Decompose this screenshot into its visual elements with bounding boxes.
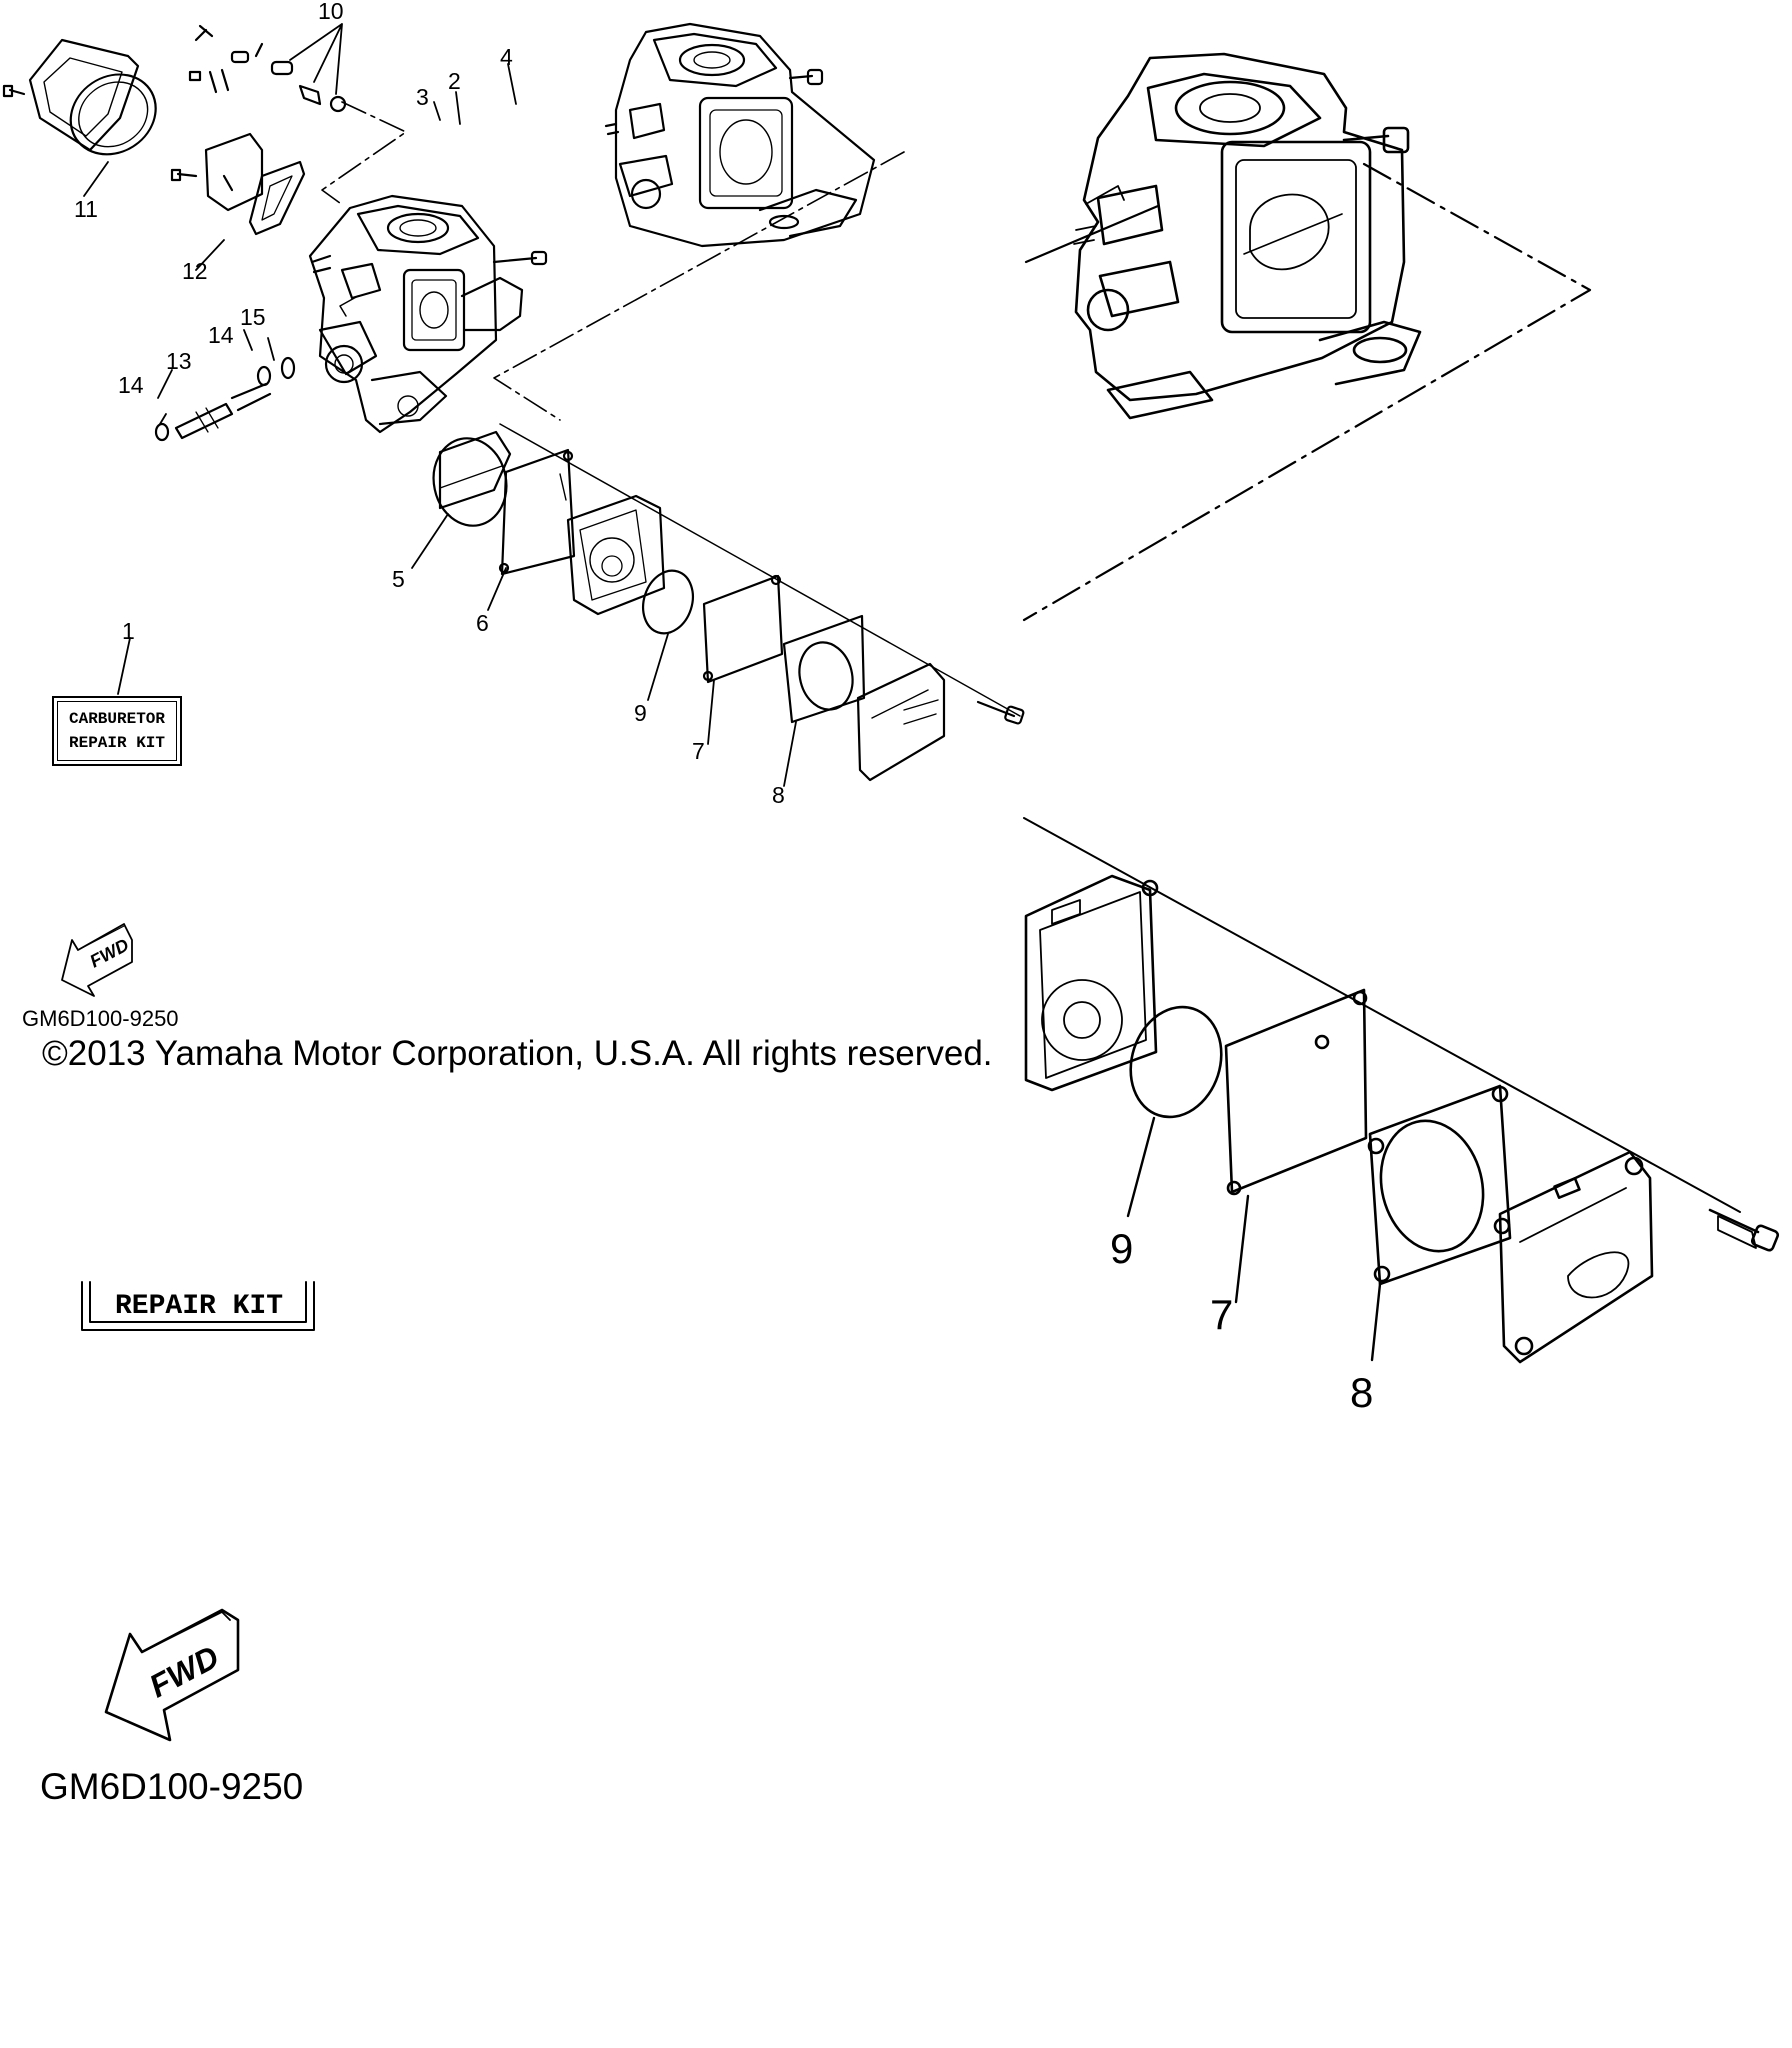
callout-zoom-8: 8 <box>1350 1369 1374 1416</box>
fwd-arrow-large <box>104 1608 240 1742</box>
callout-1: 1 <box>122 618 135 644</box>
callout-13: 13 <box>166 348 192 374</box>
assembly-line-zoom-1 <box>1022 162 1592 622</box>
callout-5: 5 <box>392 566 405 592</box>
callout-zoom-7: 7 <box>1210 1291 1234 1338</box>
callout-8: 8 <box>772 782 785 808</box>
fwd-label-large: FWD <box>143 1638 224 1704</box>
carburetor-small-alt <box>604 22 876 248</box>
callout-14b: 14 <box>118 372 144 398</box>
carburetor-zoom <box>1073 52 1422 420</box>
callout-2: 2 <box>448 68 461 94</box>
assembly-line-2 <box>493 151 905 421</box>
callout-15: 15 <box>240 304 266 330</box>
callout-3: 3 <box>416 84 429 110</box>
callout-11: 11 <box>74 196 98 222</box>
kit-label-line1: CARBURETOR <box>68 710 165 728</box>
callout-4: 4 <box>500 44 513 70</box>
pump-cover-assembly <box>2 38 157 156</box>
repair-kit-label-large: REPAIR KIT <box>114 1290 284 1322</box>
figure-code-small: GM6D100-9250 <box>22 1006 179 1031</box>
carburetor-repair-kit-label: CARBURETOR REPAIR KIT <box>52 696 182 766</box>
callout-10: 10 <box>318 0 344 24</box>
small-parts-cluster <box>188 24 347 113</box>
callout-12: 12 <box>182 258 208 284</box>
leader-lines-upper <box>83 23 517 271</box>
leader-lines-pump <box>117 329 797 787</box>
fwd-arrow-small <box>61 923 133 997</box>
pump-stack <box>432 423 1025 782</box>
carburetor-small <box>308 194 548 434</box>
callout-9: 9 <box>634 700 647 726</box>
pump-stack-zoom <box>1023 817 1780 1364</box>
callout-7: 7 <box>692 738 705 764</box>
needle-valve-parts <box>154 356 296 442</box>
gasket-12 <box>248 160 306 236</box>
callout-zoom-9: 9 <box>1110 1225 1134 1272</box>
copyright-notice: ©2013 Yamaha Motor Corporation, U.S.A. A… <box>42 1034 993 1073</box>
leader-lines-zoom <box>1126 1116 1382 1362</box>
figure-code-large: GM6D100-9250 <box>40 1766 304 1807</box>
throttle-housing-part <box>170 132 264 212</box>
assembly-line-1 <box>321 101 407 207</box>
callout-14a: 14 <box>208 322 234 348</box>
kit-label-line2: REPAIR KIT <box>68 734 165 752</box>
repair-kit-bracket <box>81 1281 315 1331</box>
assembly-line-zoom-2 <box>1024 204 1160 264</box>
callout-6: 6 <box>476 610 489 636</box>
